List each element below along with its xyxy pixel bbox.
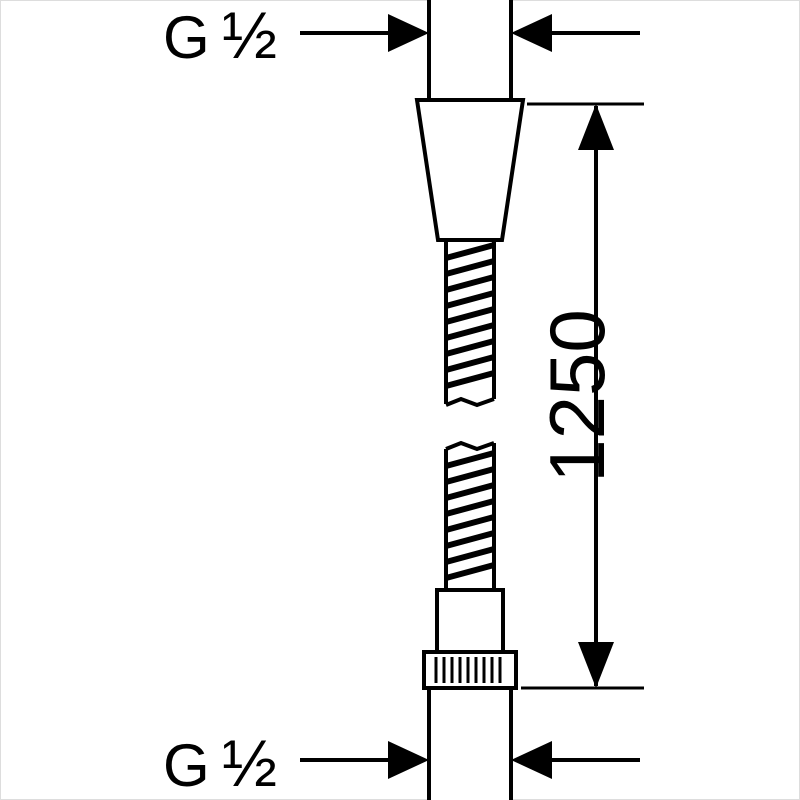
dimension-arrow-down [578, 642, 614, 688]
knurl-lines [434, 657, 502, 683]
knurled-ring-body [422, 650, 518, 690]
hose-upper-segment [444, 240, 496, 408]
top-thread-dimension: G ½ [163, 0, 640, 72]
length-dimension-label: 1250 [533, 309, 621, 483]
bottom-thread-dimension: G ½ [163, 726, 640, 800]
bottom-collar [435, 588, 505, 654]
top-dim-arrow-right-pointing [388, 14, 429, 52]
bottom-dim-arrow-right-pointing [388, 741, 429, 779]
knurled-ring [422, 650, 518, 690]
dimension-arrow-up [578, 104, 614, 150]
top-thread-letter: G [163, 4, 210, 71]
top-dim-arrow-left-pointing [511, 14, 552, 52]
bottom-thread-letter: G [163, 732, 210, 799]
bottom-thread-fraction: ½ [222, 726, 277, 800]
hose-lower-ribs [445, 450, 495, 581]
hose-upper-ribs [445, 242, 495, 389]
top-cone-nut [414, 98, 526, 242]
length-dimension: 1250 [521, 102, 644, 690]
bottom-dim-arrow-left-pointing [511, 741, 552, 779]
top-thread-fraction: ½ [222, 0, 277, 72]
hose-break-upper-edge [445, 396, 495, 408]
hose-break-lower-edge [445, 440, 495, 452]
top-connector-pipe [427, 0, 513, 102]
bottom-connector-pipe [427, 686, 513, 800]
hose-lower-segment [444, 440, 496, 590]
